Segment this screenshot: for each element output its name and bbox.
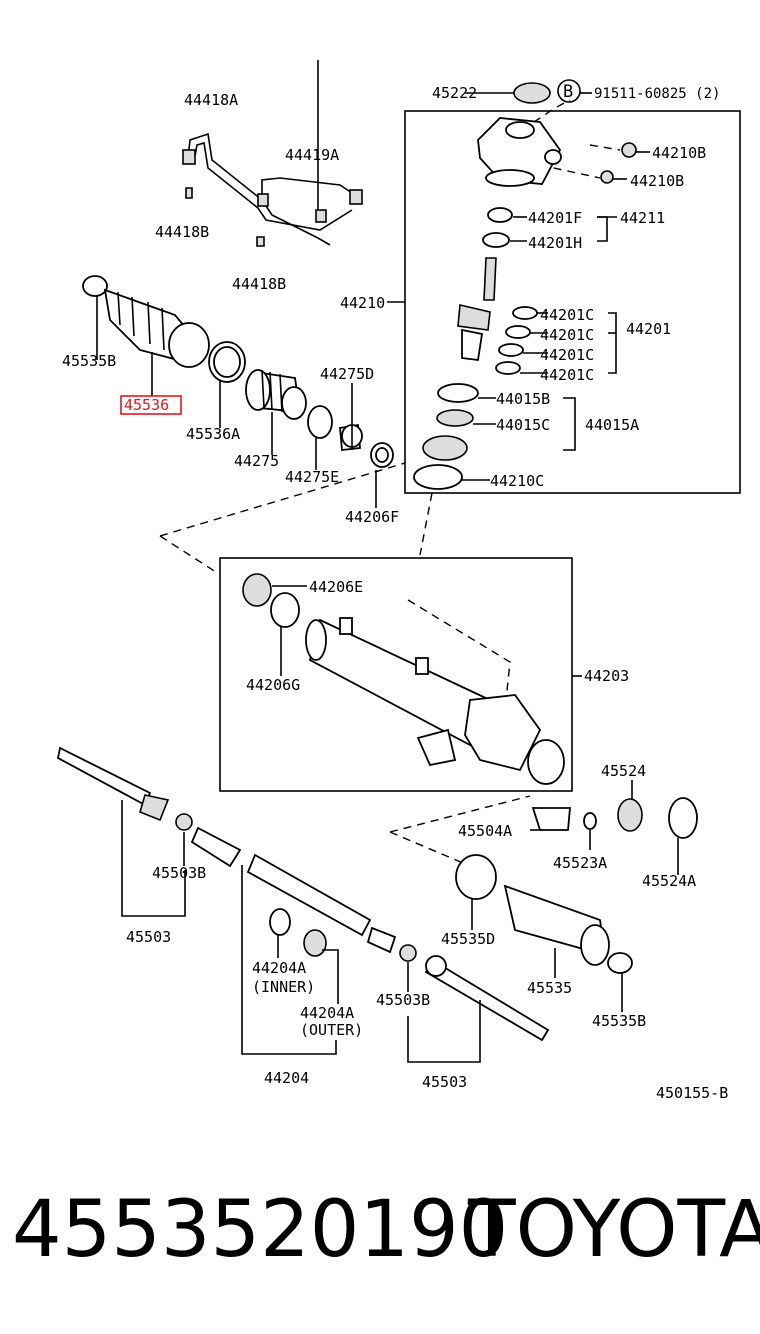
label-44206F: 44206F xyxy=(345,508,399,526)
tie-rods-and-boots xyxy=(56,746,698,1042)
label-45535: 45535 xyxy=(527,979,572,997)
label-44015B: 44015B xyxy=(496,390,550,408)
steering-rack-exploded-diagram: 44418A 44419A 44418B 44418B 45222 B 9151… xyxy=(56,60,741,1102)
leader-lines xyxy=(96,92,679,1063)
label-44206E: 44206E xyxy=(309,578,363,596)
dashed-connector xyxy=(159,535,220,575)
label-45535D: 45535D xyxy=(441,930,495,948)
dashed-connector xyxy=(407,599,511,701)
brand-name: TOYOTA xyxy=(468,1185,760,1275)
rack-guide-44275 xyxy=(245,369,394,468)
label-44204A-outer: 44204A xyxy=(300,1004,354,1022)
label-44275E: 44275E xyxy=(285,468,339,486)
callout-b-circle xyxy=(557,79,581,103)
rack-boot-45536 xyxy=(82,275,246,383)
label-44210B: 44210B xyxy=(630,172,684,190)
label-outer: (OUTER) xyxy=(300,1021,363,1039)
label-44201C: 44201C xyxy=(540,346,594,364)
label-45523A: 45523A xyxy=(553,854,607,872)
label-44203: 44203 xyxy=(584,667,629,685)
dashed-connector xyxy=(159,462,406,537)
label-44419A: 44419A xyxy=(285,146,339,164)
label-45503: 45503 xyxy=(126,928,171,946)
label-44201C: 44201C xyxy=(540,326,594,344)
label-diagram-ref: 450155-B xyxy=(656,1084,728,1102)
label-45524: 45524 xyxy=(601,762,646,780)
dashed-connector xyxy=(419,492,433,556)
label-44275D: 44275D xyxy=(320,365,374,383)
rack-housing-44203 xyxy=(242,573,565,785)
dashed-connector xyxy=(389,831,471,867)
footer: 4553520190 TOYOTA xyxy=(0,1185,760,1295)
dashed-connector xyxy=(539,164,601,179)
part-labels: 44418A 44419A 44418B 44418B 45222 B 9151… xyxy=(62,79,728,1102)
label-44201F: 44201F xyxy=(528,209,582,227)
control-valve-group-box xyxy=(404,110,741,494)
label-44418B: 44418B xyxy=(155,223,209,241)
label-45503B: 45503B xyxy=(376,991,430,1009)
control-valve-parts xyxy=(413,82,637,490)
label-44015A: 44015A xyxy=(585,416,639,434)
label-45503B: 45503B xyxy=(152,864,206,882)
label-44418A: 44418A xyxy=(184,91,238,109)
label-45524A: 45524A xyxy=(642,872,696,890)
label-44204A-inner: 44204A xyxy=(252,959,306,977)
label-44201H: 44201H xyxy=(528,234,582,252)
label-45504A: 45504A xyxy=(458,822,512,840)
highlight-box xyxy=(120,395,182,415)
label-b: B xyxy=(563,82,573,102)
label-45536A: 45536A xyxy=(186,425,240,443)
label-45503: 45503 xyxy=(422,1073,467,1091)
label-44210B: 44210B xyxy=(652,144,706,162)
label-91511: 91511-60825 (2) xyxy=(594,86,720,102)
label-45535B: 45535B xyxy=(592,1012,646,1030)
pressure-pipes xyxy=(182,60,363,247)
label-44201C: 44201C xyxy=(540,366,594,384)
label-44206G: 44206G xyxy=(246,676,300,694)
label-44210: 44210 xyxy=(340,294,385,312)
rack-housing-group-box xyxy=(219,557,573,792)
label-44015C: 44015C xyxy=(496,416,550,434)
label-44211: 44211 xyxy=(620,209,665,227)
label-44418B: 44418B xyxy=(232,275,286,293)
label-44204: 44204 xyxy=(264,1069,309,1087)
label-44210C: 44210C xyxy=(490,472,544,490)
dashed-connector xyxy=(589,144,621,151)
dashed-connector xyxy=(389,795,531,833)
label-44201C: 44201C xyxy=(540,306,594,324)
label-44275: 44275 xyxy=(234,452,279,470)
label-44201: 44201 xyxy=(626,320,671,338)
label-45222: 45222 xyxy=(432,84,477,102)
label-45535B: 45535B xyxy=(62,352,116,370)
label-inner: (INNER) xyxy=(252,978,315,996)
part-number: 4553520190 xyxy=(12,1185,509,1275)
label-45536-highlighted: 45536 xyxy=(124,396,169,414)
